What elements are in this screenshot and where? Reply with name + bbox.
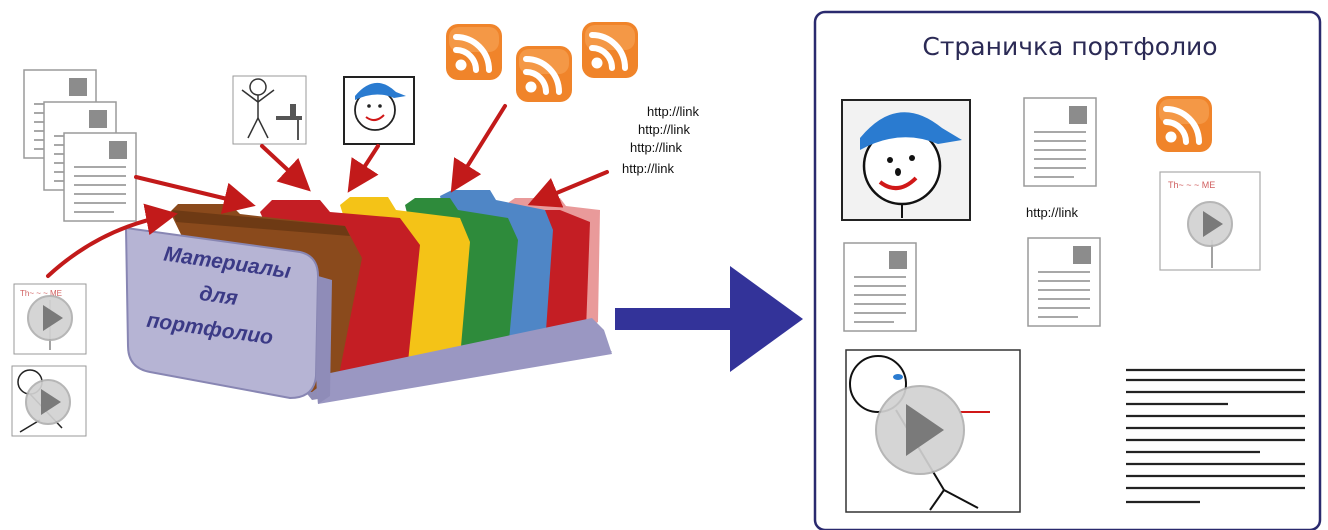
document-icon — [1027, 237, 1101, 327]
arrow — [347, 144, 380, 193]
document-stack — [23, 69, 137, 222]
box-label-line: для — [198, 282, 239, 310]
rss-feed-icon — [446, 24, 502, 80]
transform-arrow — [615, 266, 803, 372]
arrow — [46, 203, 178, 278]
svg-text:Th~ ~ ~ ME: Th~ ~ ~ ME — [1168, 180, 1215, 190]
link-text: http://link — [647, 104, 700, 119]
video-play-icon — [25, 379, 71, 425]
video-thumbnail: Th~ ~ ~ ME — [13, 283, 87, 355]
arrow — [260, 144, 311, 192]
link-text: http://link — [638, 122, 691, 137]
arrow — [134, 175, 256, 214]
video-thumbnail: Th~ ~ ~ ME — [1159, 171, 1261, 271]
text-block — [1126, 368, 1305, 504]
avatar-large-image — [841, 99, 971, 221]
avatar-small-image — [343, 76, 415, 145]
link-text: http://link — [630, 140, 683, 155]
file-box: Материалы для портфолио — [124, 190, 612, 404]
rss-feed-icon — [582, 22, 638, 78]
video-player — [845, 349, 1021, 513]
page-title: Страничка портфолио — [922, 32, 1217, 61]
page-link-text: http://link — [1026, 205, 1079, 220]
link-list: http://link http://link http://link http… — [622, 104, 700, 176]
video-play-icon — [27, 295, 73, 341]
rss-feed-icon — [1156, 96, 1212, 152]
box-front-panel — [124, 226, 320, 400]
arrow — [450, 104, 507, 193]
rss-feed-icon — [516, 46, 572, 102]
red-arrows — [46, 104, 609, 278]
link-text: http://link — [622, 161, 675, 176]
video-thumbnail — [11, 365, 87, 437]
stick-figure-desk-image — [232, 75, 307, 145]
document-icon — [843, 242, 917, 332]
document-icon — [63, 132, 137, 222]
arrow — [527, 170, 609, 208]
portfolio-page: Страничка портфолио http://link Th~ ~ ~ … — [813, 10, 1322, 530]
document-icon — [1023, 97, 1097, 187]
svg-text:Th~ ~ ~ ME: Th~ ~ ~ ME — [20, 289, 62, 298]
video-play-icon — [1187, 201, 1233, 247]
